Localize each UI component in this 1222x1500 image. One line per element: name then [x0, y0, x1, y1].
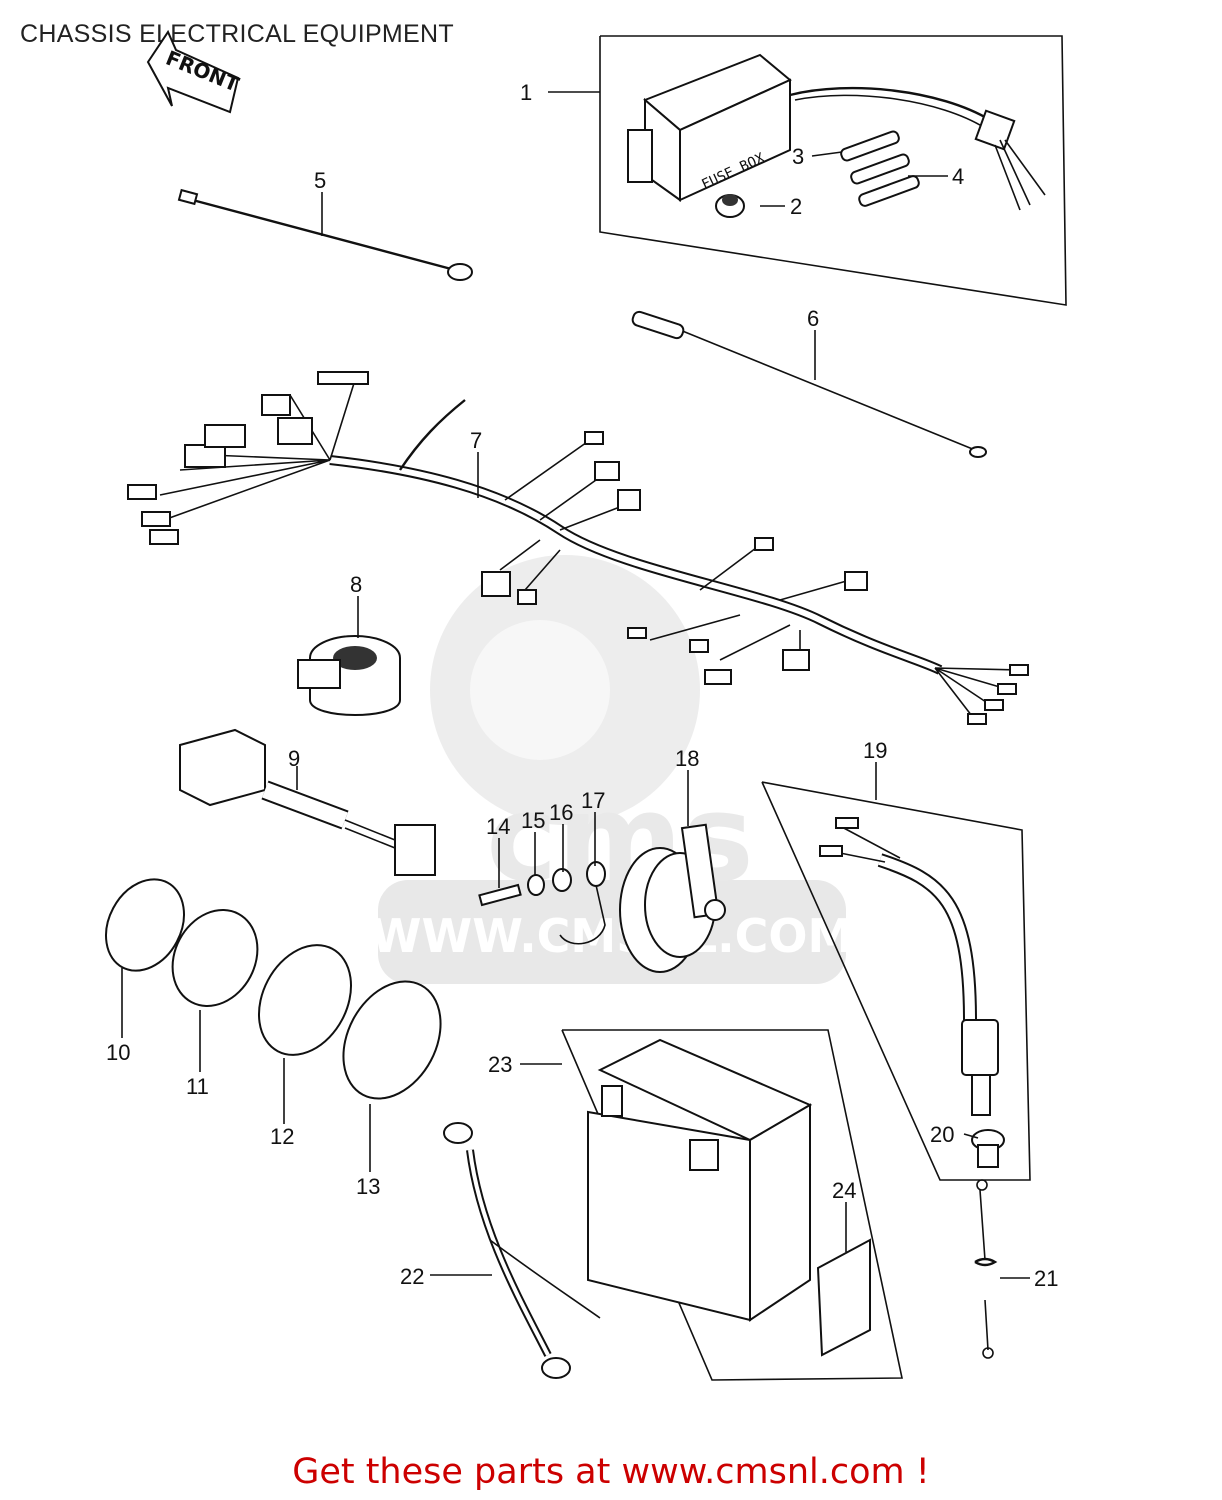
callout-24: 24: [832, 1178, 856, 1203]
callout-5: 5: [314, 168, 326, 193]
flasher-unit: [179, 728, 436, 876]
band-clamps: [105, 878, 442, 1100]
callout-21: 21: [1034, 1266, 1058, 1291]
battery-cable: [443, 1122, 601, 1379]
horn-mount-hardware: [478, 861, 606, 945]
lead-wire-5: [177, 188, 473, 281]
callout-18: 18: [675, 746, 699, 771]
callout-7: 7: [470, 428, 482, 453]
watermark-logo: cms WWW.CMSNL.COM: [371, 555, 854, 984]
callout-2: 2: [790, 194, 802, 219]
get-parts-link[interactable]: Get these parts at www.cmsnl.com !: [292, 1452, 930, 1492]
front-arrow: FRONT: [146, 29, 243, 114]
fuses: [840, 130, 920, 207]
relay: [297, 635, 401, 716]
main-harness: [127, 371, 1029, 725]
fuse-cap: [715, 194, 745, 218]
callout-11: 11: [186, 1074, 209, 1099]
callout-22: 22: [400, 1264, 424, 1289]
callout-10: 10: [106, 1040, 130, 1065]
fuse-box: FUSE BOX: [627, 53, 1046, 211]
group-outline-1: [599, 35, 1067, 306]
callout-15: 15: [521, 808, 545, 833]
callout-1: 1: [520, 80, 532, 105]
lead-wire-6: [631, 310, 987, 458]
callout-12: 12: [270, 1124, 294, 1149]
callout-23: 23: [488, 1052, 512, 1077]
battery: [587, 1038, 813, 1322]
horn: [619, 823, 726, 973]
page-title: CHASSIS ELECTRICAL EQUIPMENT: [20, 20, 454, 48]
watermark-url: WWW.CMSNL.COM: [371, 909, 854, 963]
callouts: 1 2 3 4 5 6 7 8 9 10 11 12 13 14 15 16 1…: [106, 80, 1058, 1291]
callout-14: 14: [486, 814, 510, 839]
callout-8: 8: [350, 572, 362, 597]
callout-17: 17: [581, 788, 605, 813]
callout-20: 20: [930, 1122, 954, 1147]
group-outline-19: [761, 781, 1031, 1181]
callout-16: 16: [549, 800, 573, 825]
leader-lines: [121, 91, 1030, 1279]
callout-19: 19: [863, 738, 887, 763]
battery-label: [816, 1238, 871, 1357]
callout-3: 3: [792, 144, 804, 169]
callout-4: 4: [952, 164, 964, 189]
spring: [974, 1179, 998, 1359]
callout-9: 9: [288, 746, 300, 771]
callout-6: 6: [807, 306, 819, 331]
brake-switch: [819, 817, 999, 1116]
switch-nut: [971, 1129, 1005, 1168]
callout-13: 13: [356, 1174, 380, 1199]
